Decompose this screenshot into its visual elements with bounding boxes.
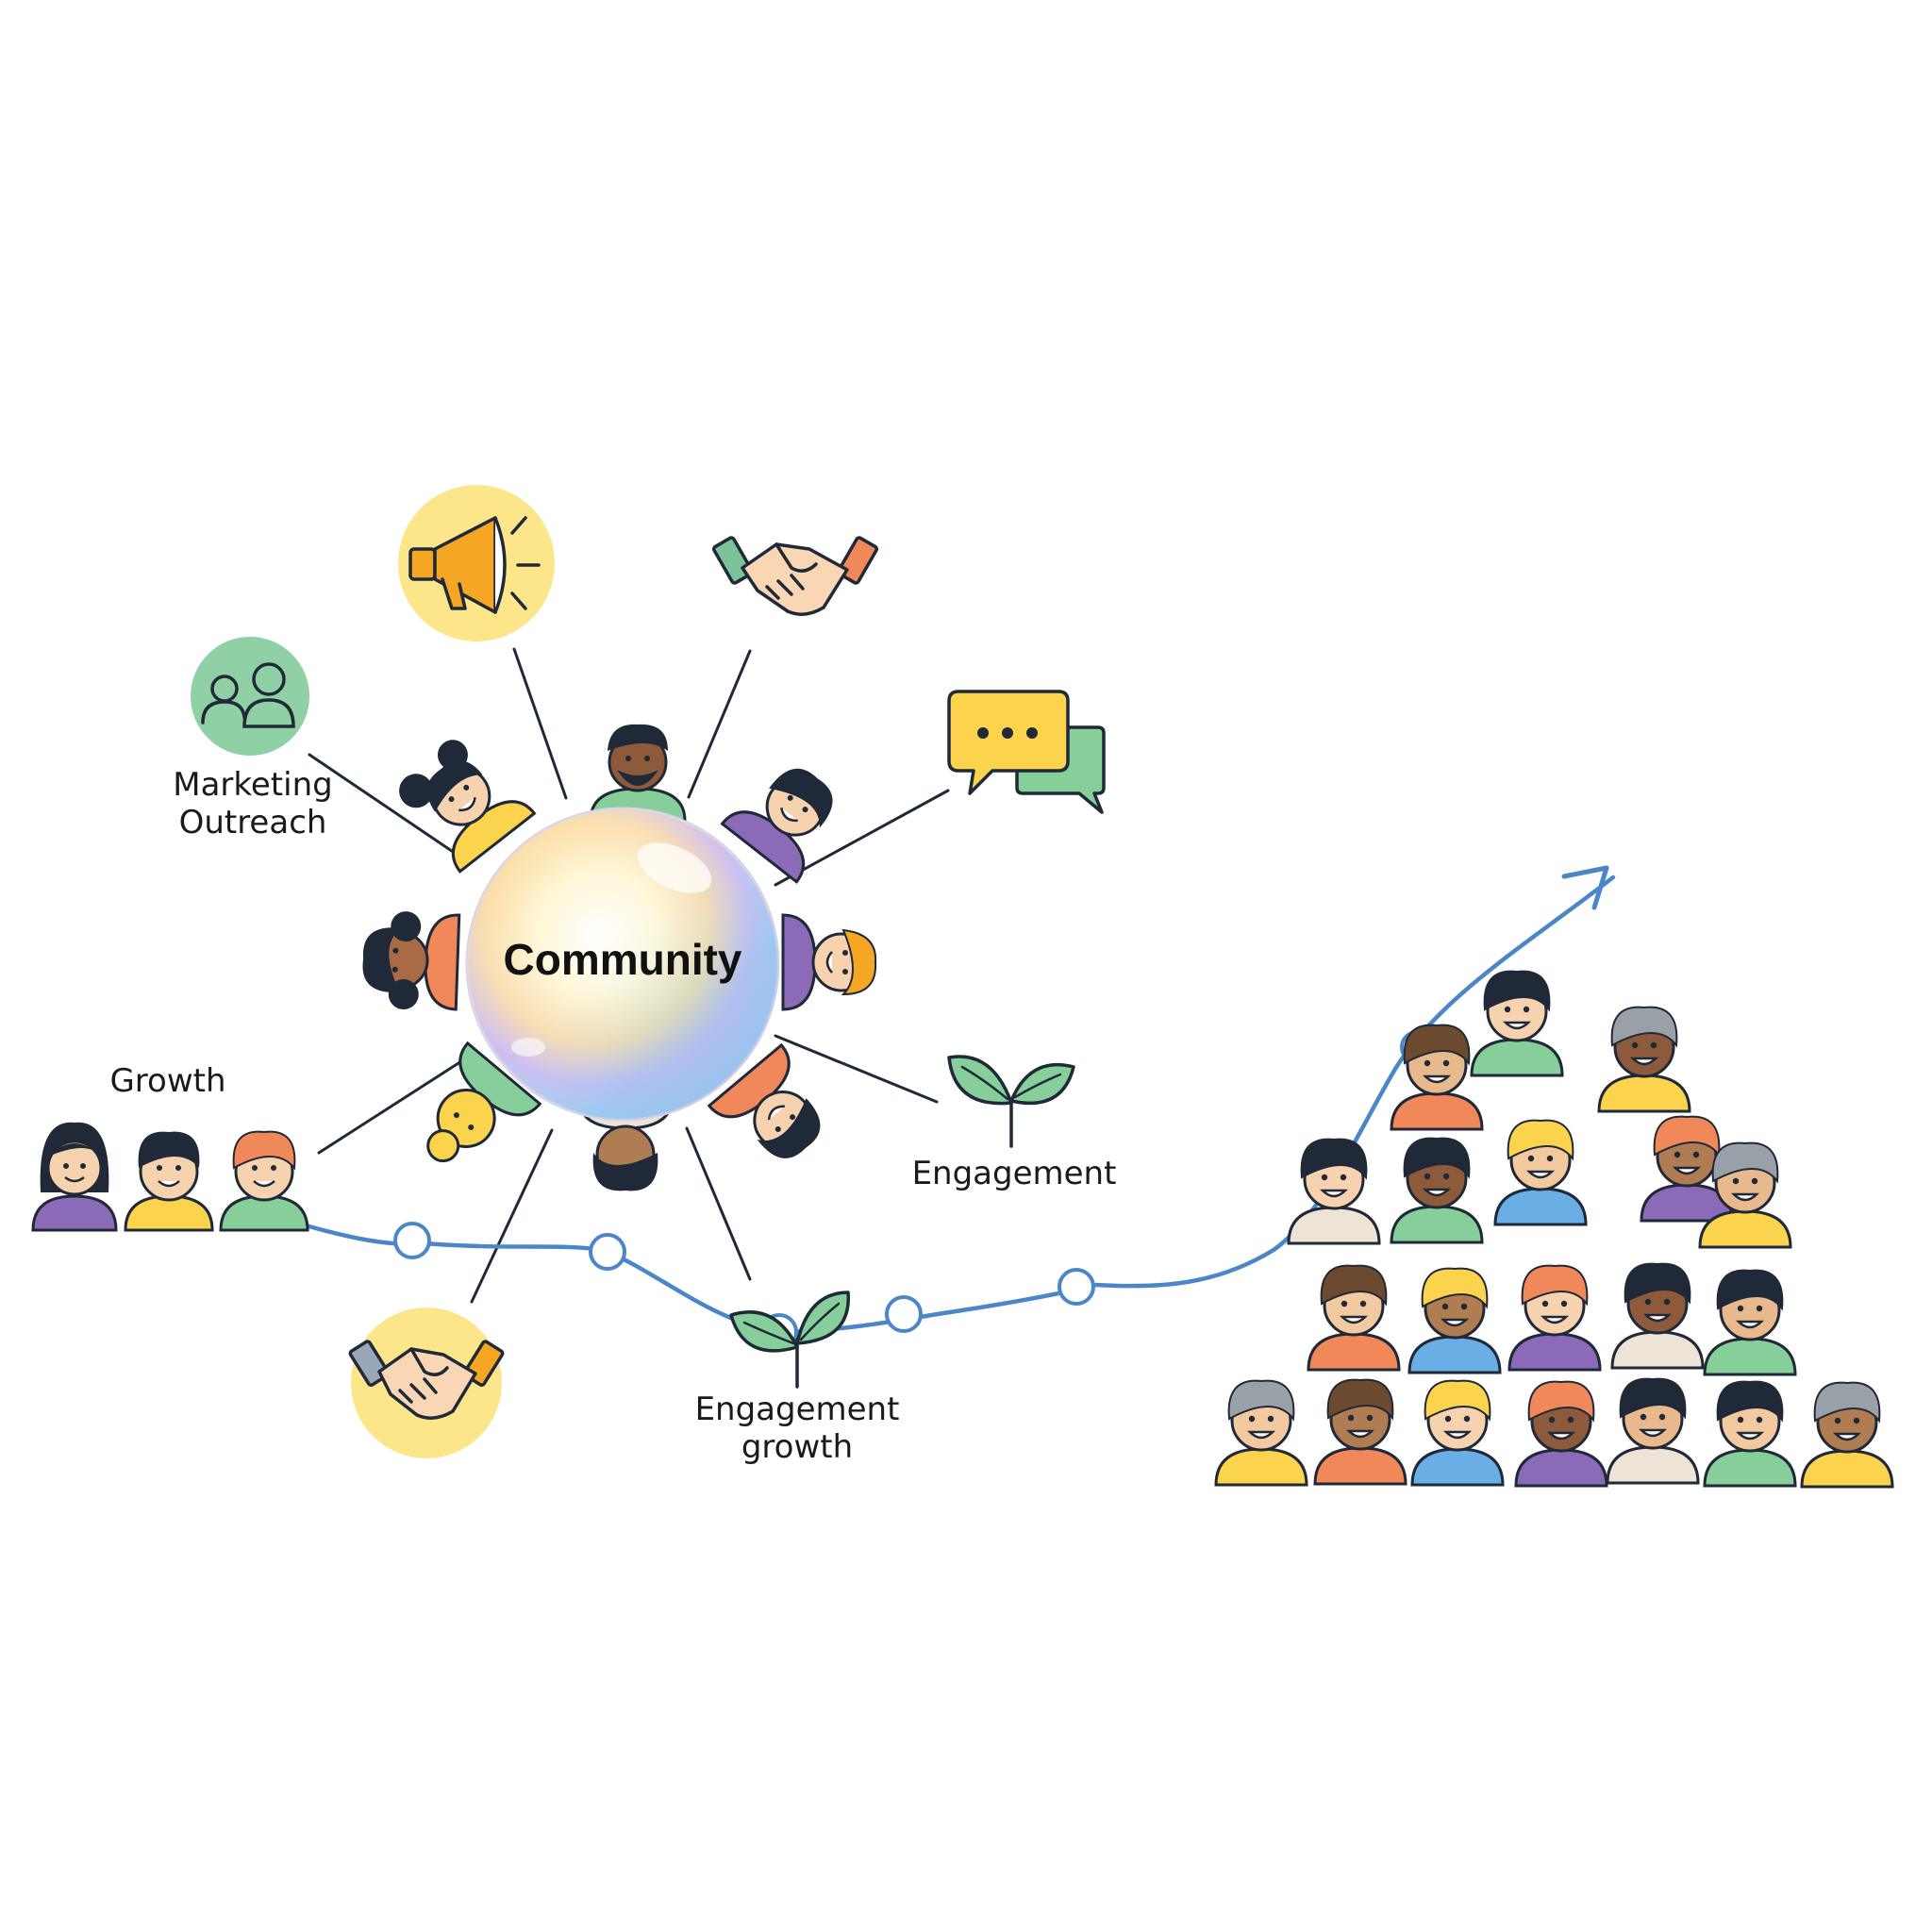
avatar bbox=[219, 1130, 309, 1232]
avatar bbox=[31, 1122, 118, 1232]
connector-handshake-top bbox=[687, 649, 752, 799]
avatar bbox=[1390, 1024, 1484, 1131]
avatar bbox=[1407, 1267, 1502, 1374]
engagement-growth-label: Engagement growth bbox=[689, 1391, 906, 1466]
trend-waypoint bbox=[589, 1233, 626, 1271]
avatar bbox=[1493, 1119, 1588, 1226]
avatar bbox=[362, 911, 461, 1011]
connector-handshake-bottom bbox=[470, 1128, 554, 1304]
connector-sprout-bottom bbox=[685, 1126, 752, 1281]
avatar bbox=[1703, 1269, 1797, 1376]
avatar bbox=[1514, 1380, 1608, 1488]
avatar bbox=[707, 1042, 824, 1162]
engagement-growth-label-line1: Engagement bbox=[694, 1391, 900, 1428]
megaphone-icon bbox=[398, 485, 555, 641]
avatar bbox=[1597, 1006, 1691, 1113]
avatar bbox=[1214, 1379, 1308, 1487]
trend-path bbox=[280, 874, 1616, 1335]
chat-bubbles-icon bbox=[947, 690, 1106, 814]
avatar bbox=[1307, 1264, 1401, 1372]
engagement-label: Engagement bbox=[911, 1155, 1117, 1192]
connector-marketing bbox=[308, 753, 472, 865]
trend-waypoint bbox=[1058, 1268, 1095, 1306]
avatar bbox=[1410, 1379, 1505, 1487]
engagement-growth-label-line2: growth bbox=[741, 1428, 854, 1466]
sprout-icon bbox=[947, 1055, 1075, 1148]
avatar bbox=[426, 1041, 542, 1163]
connector-growth bbox=[317, 1053, 474, 1155]
growth-label: Growth bbox=[109, 1062, 226, 1100]
connector-lines bbox=[308, 647, 950, 1304]
avatar bbox=[1287, 1138, 1381, 1245]
avatar bbox=[1606, 1377, 1700, 1485]
hub-label: Community bbox=[503, 935, 742, 984]
avatar bbox=[1507, 1264, 1602, 1372]
connector-engagement bbox=[774, 1034, 939, 1104]
people-icon bbox=[191, 637, 309, 756]
growth-people-group bbox=[31, 1122, 309, 1232]
avatar bbox=[1610, 1262, 1705, 1370]
avatar bbox=[589, 724, 687, 823]
avatar bbox=[1313, 1378, 1407, 1486]
connector-megaphone bbox=[512, 647, 568, 800]
marketing-label-line1: Marketing bbox=[173, 766, 333, 804]
avatar bbox=[1703, 1380, 1797, 1488]
marketing-outreach-label: Marketing Outreach bbox=[160, 766, 345, 841]
avatar bbox=[1470, 970, 1564, 1077]
avatar bbox=[1800, 1381, 1894, 1489]
community-hub bbox=[465, 807, 780, 1122]
trend-arrowhead bbox=[1561, 865, 1609, 910]
handshake-icon bbox=[348, 1307, 505, 1458]
avatar bbox=[781, 913, 877, 1011]
sprout-icon bbox=[729, 1291, 850, 1389]
avatar bbox=[720, 765, 837, 884]
marketing-label-line2: Outreach bbox=[178, 804, 327, 841]
avatar bbox=[399, 740, 537, 874]
handshake-icon bbox=[711, 536, 879, 616]
trend-waypoint bbox=[393, 1222, 431, 1259]
avatar bbox=[124, 1131, 214, 1232]
crowd-people-group bbox=[1214, 970, 1894, 1489]
trend-waypoint bbox=[885, 1295, 923, 1333]
avatar bbox=[1390, 1137, 1484, 1244]
avatar bbox=[1698, 1141, 1792, 1249]
